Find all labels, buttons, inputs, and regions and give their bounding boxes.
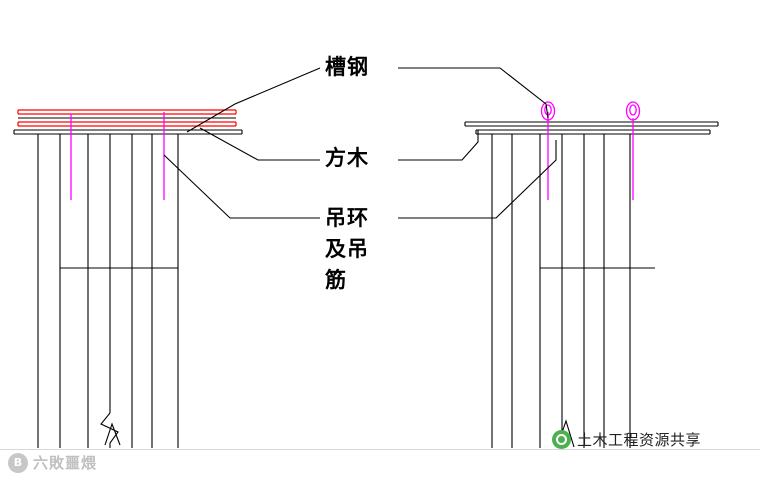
right-lifting-rebar	[547, 118, 634, 200]
right-deck-lines	[464, 121, 719, 135]
label-square-timber: 方木	[325, 146, 369, 170]
right-vertical-posts	[491, 134, 631, 448]
label-lifting-ring-line2: 及吊	[325, 237, 369, 261]
label-lifting-ring-line3: 筋	[325, 268, 347, 292]
watermark-right: 土木工程资源共享	[552, 429, 701, 450]
wechat-icon	[552, 430, 571, 449]
left-channel-steel-red	[17, 109, 237, 127]
label-lifting-ring-line1: 吊环	[325, 206, 369, 230]
leader-channel-steel	[186, 67, 549, 133]
watermark-left: B 六敗噩煨	[8, 452, 97, 473]
lifting-ring-right-detail	[625, 101, 641, 121]
left-break-symbol	[104, 422, 121, 446]
watermark-badge-icon: B	[8, 452, 28, 473]
leader-square-timber	[199, 127, 479, 161]
left-break-line	[100, 412, 133, 448]
left-vertical-posts	[37, 134, 179, 448]
leader-lifting-ring	[163, 140, 557, 219]
watermark-right-text: 土木工程资源共享	[577, 431, 702, 449]
left-lifting-rebar	[70, 112, 165, 200]
label-channel-steel: 槽钢	[325, 55, 369, 79]
lifting-ring-left-detail	[540, 101, 556, 122]
watermark-left-text: 六敗噩煨	[33, 454, 98, 472]
bottom-divider	[0, 449, 760, 450]
